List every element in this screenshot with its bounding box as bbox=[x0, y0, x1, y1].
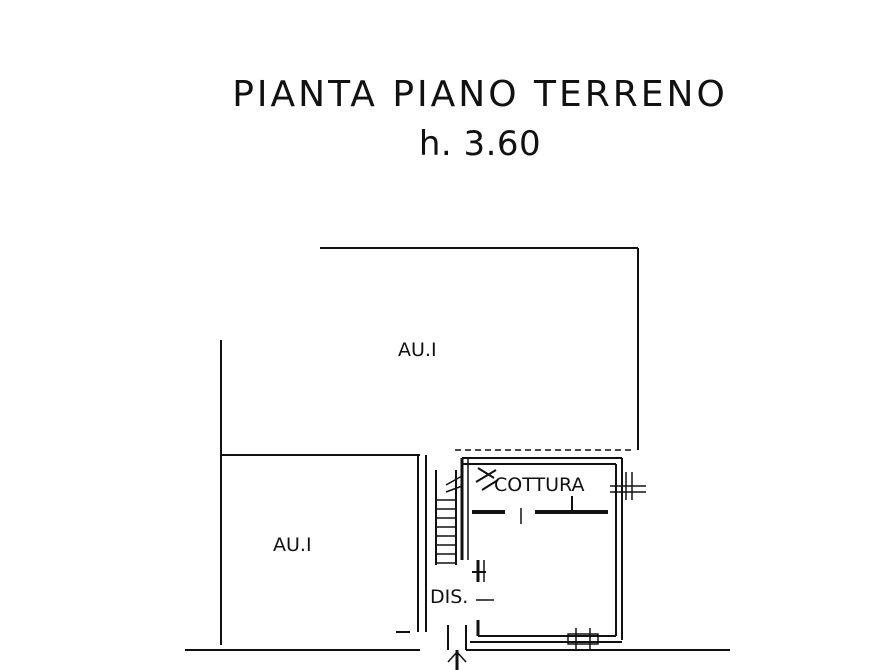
plan-title: PIANTA PIANO TERRENO bbox=[232, 74, 728, 115]
room-label-dis: DIS. bbox=[430, 586, 469, 608]
window-bottom bbox=[567, 628, 599, 650]
entrance-arrow-l bbox=[447, 651, 458, 663]
room-label-aui-lower: AU.I bbox=[273, 534, 312, 556]
window-right bbox=[610, 472, 646, 500]
room-label-aui-upper: AU.I bbox=[398, 339, 437, 361]
stair-treads bbox=[436, 475, 463, 564]
room-label-cottura: COTTURA bbox=[494, 474, 585, 496]
vent-mark bbox=[475, 467, 499, 491]
floor-height-label: h. 3.60 bbox=[418, 124, 542, 164]
entrance-arrow-r bbox=[456, 651, 467, 663]
